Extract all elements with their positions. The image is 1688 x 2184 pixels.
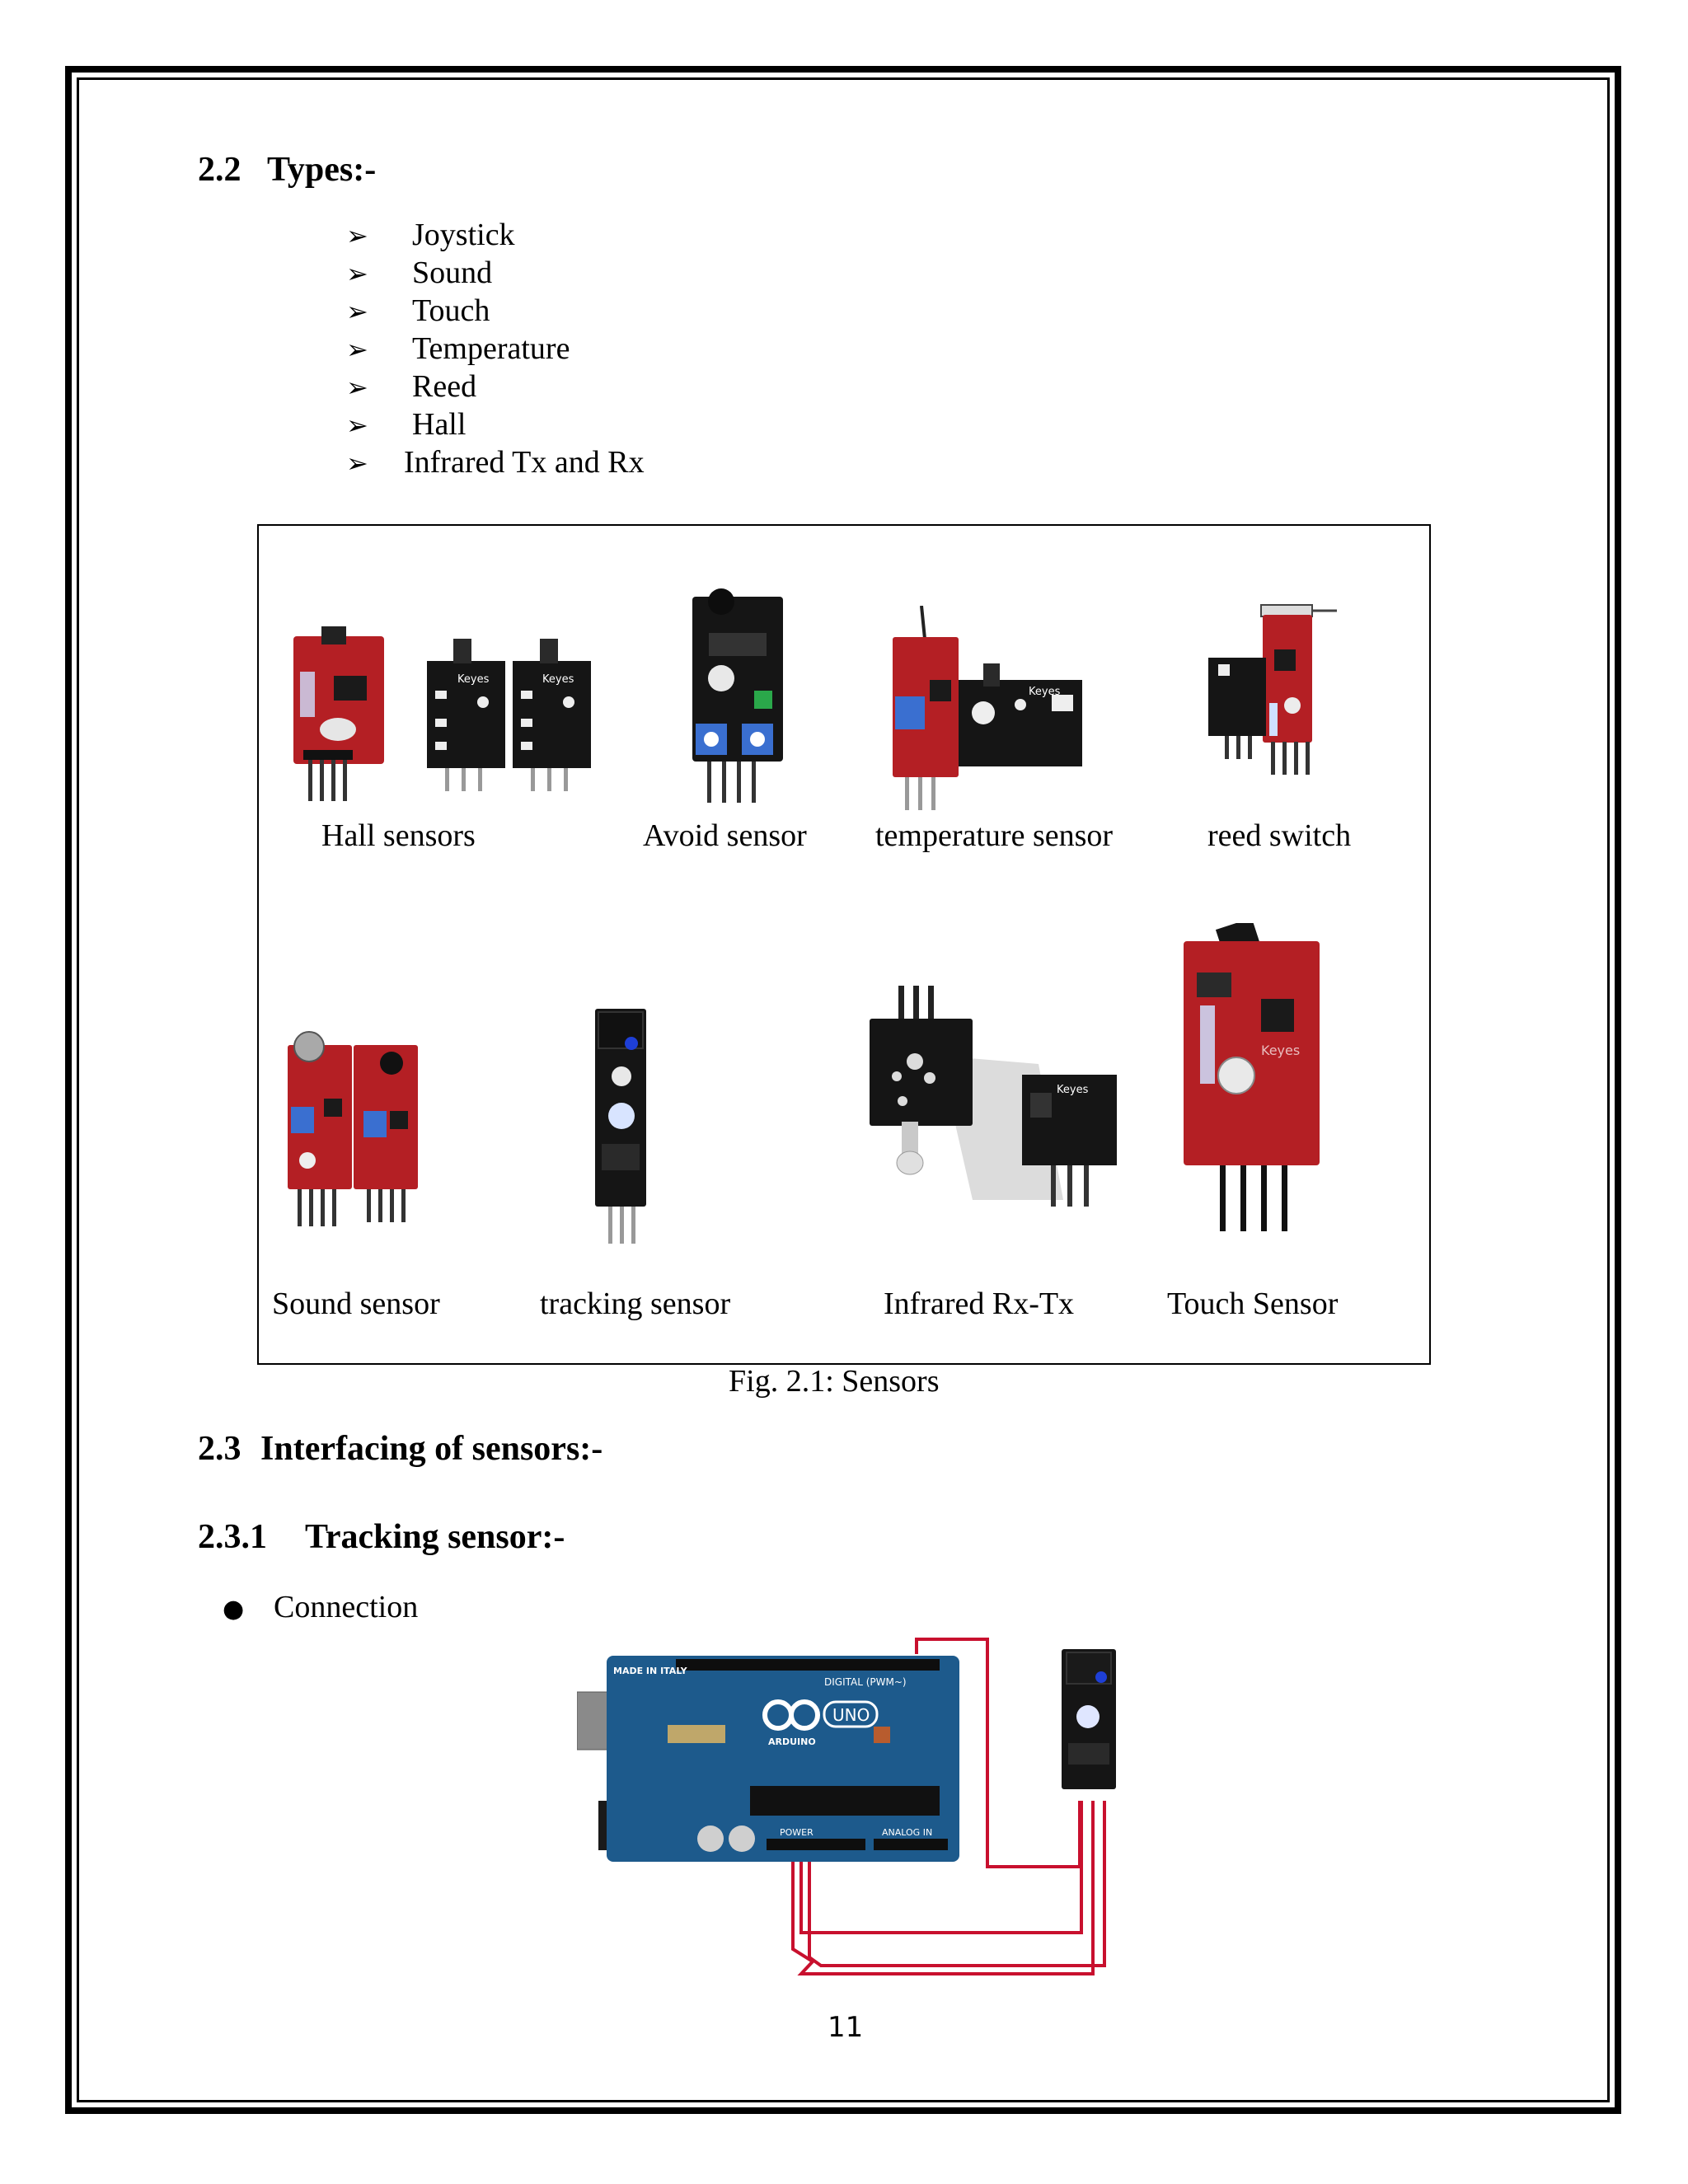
bullet-icon: ● xyxy=(223,1595,245,1624)
board-marking: Keyes xyxy=(1261,1043,1300,1058)
section-title: Tracking sensor:- xyxy=(305,1518,565,1556)
list-item: ➢ Joystick xyxy=(346,216,645,254)
arrow-bullet-icon: ➢ xyxy=(346,410,368,441)
list-item: ➢ Temperature xyxy=(346,330,645,368)
infrared-rx-tx-image: Keyes xyxy=(870,986,1117,1207)
label-hall-sensors: Hall sensors xyxy=(321,818,476,853)
list-item: ➢ Reed xyxy=(346,368,645,405)
board-marking: Keyes xyxy=(1057,1084,1089,1096)
types-list: ➢ Joystick ➢ Sound ➢ Touch ➢ Temperature ➢ Re… xyxy=(346,216,645,481)
board-marking: Keyes xyxy=(457,673,490,686)
avoid-sensor-image xyxy=(692,588,783,803)
list-item-text: Sound xyxy=(412,255,493,290)
arduino-digital-label: DIGITAL (PWM~) xyxy=(824,1676,907,1688)
section-number: 2.3.1 xyxy=(198,1518,267,1556)
page-number: 11 xyxy=(828,2011,864,2044)
board-marking: Keyes xyxy=(1029,686,1061,698)
section-title: Interfacing of sensors:- xyxy=(260,1430,603,1468)
section-title: Types:- xyxy=(267,151,377,189)
arduino-analog-label: ANALOG IN xyxy=(882,1827,932,1838)
arduino-power-label: POWER xyxy=(780,1827,814,1838)
tracking-sensor-image xyxy=(595,1009,646,1244)
temperature-sensor-image: Keyes xyxy=(893,606,1082,810)
list-item-text: Infrared Tx and Rx xyxy=(404,445,645,480)
arrow-bullet-icon: ➢ xyxy=(346,296,368,327)
section-number: 2.3 xyxy=(198,1430,241,1468)
arrow-bullet-icon: ➢ xyxy=(346,220,368,251)
list-item: ➢ Hall xyxy=(346,405,645,443)
list-item-text: Joystick xyxy=(412,218,515,252)
list-item-text: Touch xyxy=(412,293,490,328)
arduino-brand-text: ARDUINO xyxy=(768,1736,816,1747)
figure-caption: Fig. 2.1: Sensors xyxy=(729,1364,940,1399)
label-infrared-rx-tx: Infrared Rx-Tx xyxy=(884,1286,1075,1321)
arduino-connection-diagram: MADE IN ITALY DIGITAL (PWM~) UNO ARDUINO… xyxy=(577,1638,1116,1975)
sound-sensor-image xyxy=(288,1031,418,1226)
arduino-made-in-text: MADE IN ITALY xyxy=(613,1666,688,1676)
page-border-outer xyxy=(65,66,1621,2114)
figure-frame xyxy=(257,524,1431,1365)
label-temperature-sensor: temperature sensor xyxy=(875,818,1114,853)
connection-bullet: ● Connection xyxy=(223,1589,418,1625)
connection-label: Connection xyxy=(274,1590,419,1624)
section-heading-tracking: 2.3.1 Tracking sensor:- xyxy=(198,1517,565,1557)
board-marking: Keyes xyxy=(542,673,574,686)
label-sound-sensor: Sound sensor xyxy=(272,1286,440,1321)
page-border-inner xyxy=(77,77,1610,2102)
section-heading-types: 2.2 Types:- xyxy=(198,150,376,190)
arrow-bullet-icon: ➢ xyxy=(346,448,368,479)
list-item: ➢ Sound xyxy=(346,254,645,292)
reed-switch-image xyxy=(1208,604,1337,775)
list-item-text: Hall xyxy=(412,407,467,442)
arrow-bullet-icon: ➢ xyxy=(346,372,368,403)
list-item-text: Temperature xyxy=(412,331,570,366)
touch-sensor-image: Keyes xyxy=(1184,923,1320,1231)
list-item-text: Reed xyxy=(412,369,477,404)
arrow-bullet-icon: ➢ xyxy=(346,258,368,289)
arduino-model-text: UNO xyxy=(832,1705,870,1725)
label-tracking-sensor: tracking sensor xyxy=(540,1286,731,1321)
hall-sensor-image: Keyes Keyes xyxy=(293,626,591,801)
label-reed-switch: reed switch xyxy=(1207,818,1352,853)
label-touch-sensor: Touch Sensor xyxy=(1167,1286,1339,1321)
section-number: 2.2 xyxy=(198,151,241,189)
list-item: ➢ Touch xyxy=(346,292,645,330)
label-avoid-sensor: Avoid sensor xyxy=(643,818,807,853)
arrow-bullet-icon: ➢ xyxy=(346,334,368,365)
list-item: ➢ Infrared Tx and Rx xyxy=(346,443,645,481)
section-heading-interfacing: 2.3 Interfacing of sensors:- xyxy=(198,1429,603,1469)
